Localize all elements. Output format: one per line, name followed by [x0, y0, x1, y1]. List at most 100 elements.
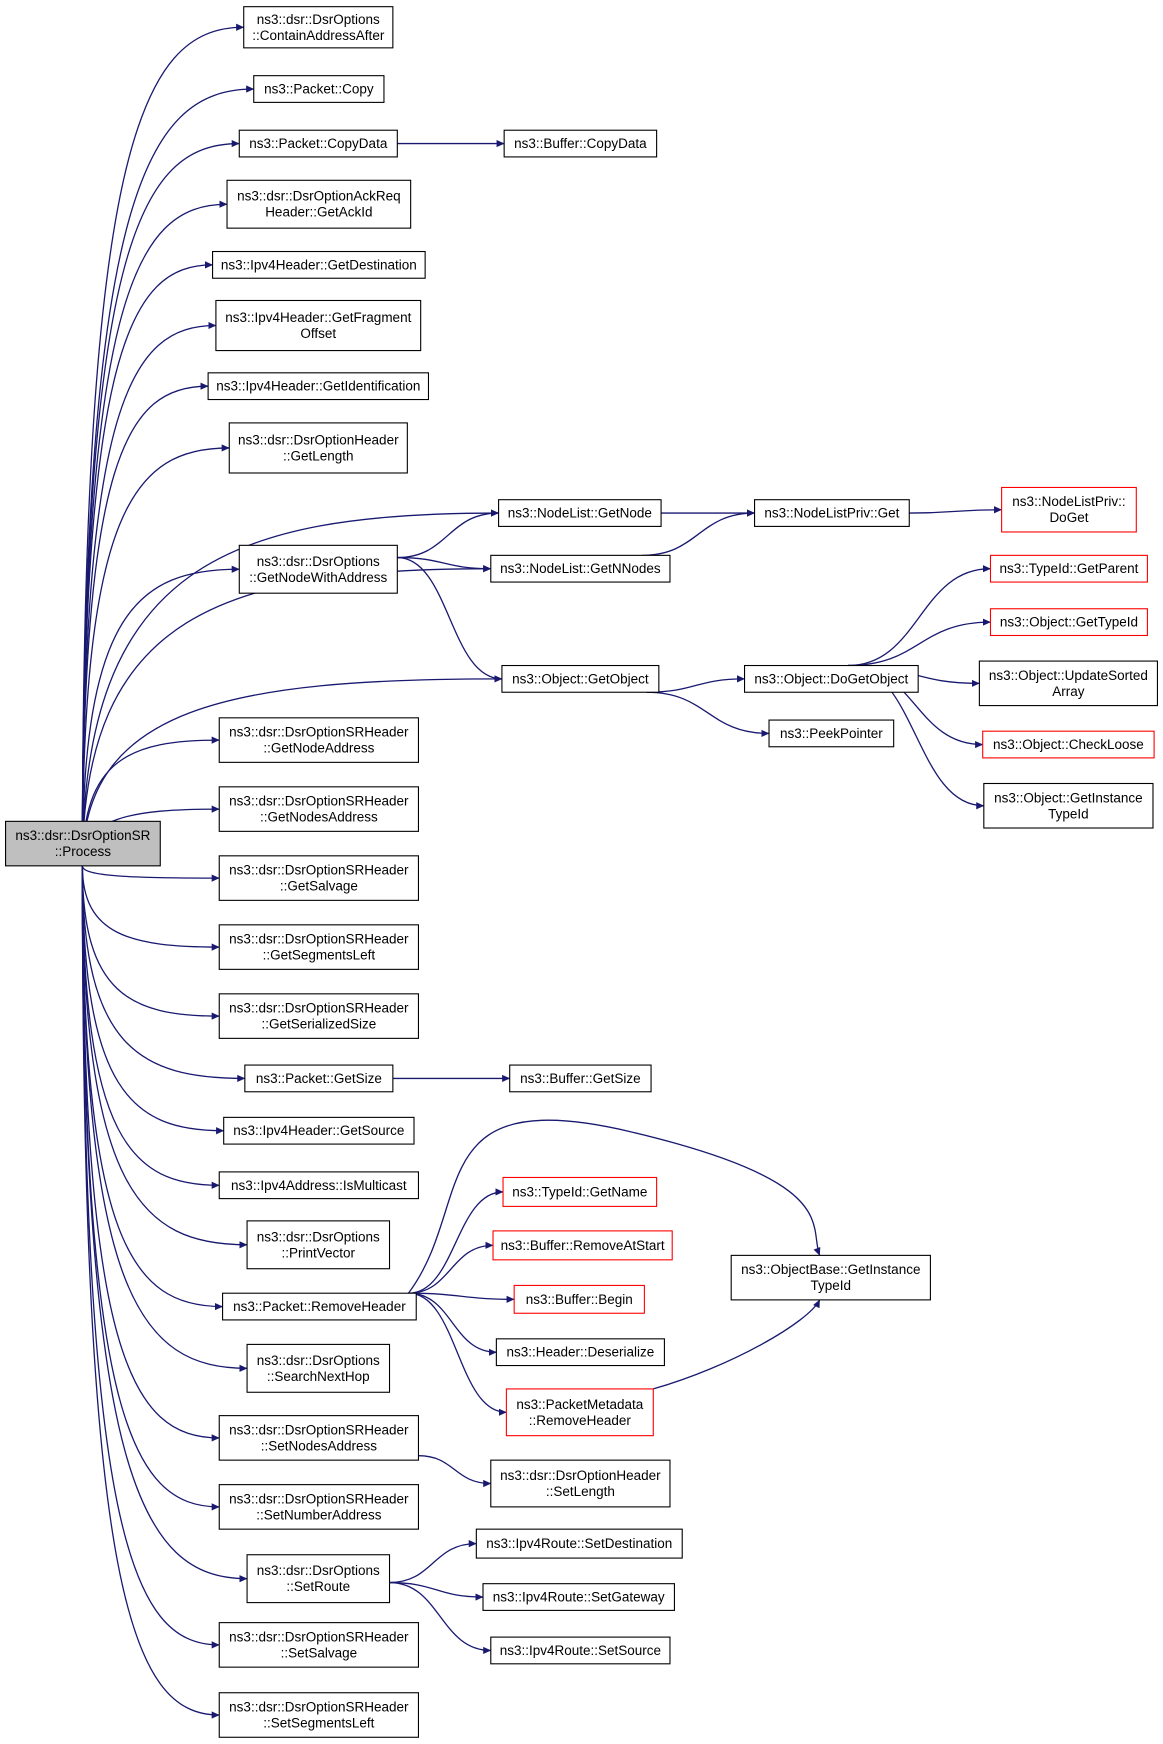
node-getsegleft[interactable]: ns3::dsr::DsrOptionSRHeader::GetSegments…	[218, 924, 420, 970]
node-box[interactable]	[983, 782, 1154, 829]
node-box[interactable]	[730, 1254, 931, 1301]
node-tidgetname[interactable]: ns3::TypeId::GetName	[502, 1176, 658, 1207]
node-process[interactable]: ns3::dsr::DsrOptionSR::Process	[5, 820, 161, 867]
node-pgetsize[interactable]: ns3::Packet::GetSize	[244, 1064, 394, 1093]
node-getnodeaddr[interactable]: ns3::dsr::DsrOptionSRHeader::GetNodeAddr…	[218, 717, 420, 763]
node-box[interactable]	[243, 6, 394, 49]
node-box[interactable]	[475, 1528, 683, 1559]
node-setroute[interactable]: ns3::dsr::DsrOptions::SetRoute	[246, 1554, 391, 1604]
node-searchnext[interactable]: ns3::dsr::DsrOptions::SearchNextHop	[246, 1343, 391, 1393]
node-box[interactable]	[218, 993, 420, 1039]
node-box[interactable]	[246, 1220, 391, 1270]
node-getsersize[interactable]: ns3::dsr::DsrOptionSRHeader::GetSerializ…	[218, 993, 420, 1039]
node-box[interactable]	[490, 1459, 671, 1508]
node-box[interactable]	[212, 250, 426, 279]
node-box[interactable]	[989, 554, 1148, 583]
node-box[interactable]	[490, 554, 671, 583]
node-box[interactable]	[215, 299, 422, 352]
node-box[interactable]	[768, 719, 895, 748]
node-ismulticast[interactable]: ns3::Ipv4Address::IsMulticast	[218, 1171, 420, 1200]
node-setlength[interactable]: ns3::dsr::DsrOptionHeader::SetLength	[490, 1459, 671, 1508]
node-pcopy[interactable]: ns3::Packet::Copy	[253, 75, 385, 103]
node-nlgetn[interactable]: ns3::NodeList::GetNNodes	[490, 554, 671, 583]
node-nlpdoget[interactable]: ns3::NodeListPriv::DoGet	[1001, 486, 1137, 533]
node-nlpget[interactable]: ns3::NodeListPriv::Get	[754, 499, 910, 527]
node-nlgetnode[interactable]: ns3::NodeList::GetNode	[498, 499, 662, 527]
node-box[interactable]	[238, 129, 398, 158]
node-box[interactable]	[498, 499, 662, 527]
node-box[interactable]	[501, 664, 660, 693]
node-box[interactable]	[502, 1176, 658, 1207]
node-box[interactable]	[989, 608, 1148, 637]
node-getlength[interactable]: ns3::dsr::DsrOptionHeader::GetLength	[228, 422, 408, 474]
node-box[interactable]	[218, 1692, 420, 1738]
node-box[interactable]	[246, 1343, 391, 1393]
node-routesetgw[interactable]: ns3::Ipv4Route::SetGateway	[482, 1583, 675, 1611]
node-box[interactable]	[207, 372, 430, 401]
node-printvector[interactable]: ns3::dsr::DsrOptions::PrintVector	[246, 1220, 391, 1270]
node-box[interactable]	[228, 422, 408, 474]
node-getnodesaddr[interactable]: ns3::dsr::DsrOptionSRHeader::GetNodesAdd…	[218, 786, 420, 832]
node-setnumaddr[interactable]: ns3::dsr::DsrOptionSRHeader::SetNumberAd…	[218, 1484, 420, 1530]
node-box[interactable]	[218, 717, 420, 763]
node-box[interactable]	[495, 1338, 665, 1367]
node-box[interactable]	[218, 1415, 420, 1461]
node-box[interactable]	[505, 1388, 654, 1437]
node-routesetsrc[interactable]: ns3::Ipv4Route::SetSource	[490, 1636, 671, 1665]
node-box[interactable]	[982, 730, 1155, 759]
node-box[interactable]	[223, 1116, 415, 1145]
node-getdest[interactable]: ns3::Ipv4Header::GetDestination	[212, 250, 426, 279]
node-pmremoveheader[interactable]: ns3::PacketMetadata::RemoveHeader	[505, 1388, 654, 1437]
node-getsource[interactable]: ns3::Ipv4Header::GetSource	[223, 1116, 415, 1145]
node-getackid[interactable]: ns3::dsr::DsrOptionAckReqHeader::GetAckI…	[226, 179, 412, 229]
node-routesetdest[interactable]: ns3::Ipv4Route::SetDestination	[475, 1528, 683, 1559]
node-box[interactable]	[226, 179, 412, 229]
node-objgettypeid[interactable]: ns3::Object::GetTypeId	[989, 608, 1148, 637]
node-box[interactable]	[246, 1554, 391, 1604]
node-box[interactable]	[218, 855, 420, 901]
node-bcopydata[interactable]: ns3::Buffer::CopyData	[503, 129, 658, 158]
node-box[interactable]	[218, 1171, 420, 1200]
node-box[interactable]	[238, 544, 398, 594]
node-box[interactable]	[5, 820, 161, 867]
node-box[interactable]	[218, 1484, 420, 1530]
node-box[interactable]	[218, 1622, 420, 1668]
node-tidgetparent[interactable]: ns3::TypeId::GetParent	[989, 554, 1148, 583]
node-pcopydata[interactable]: ns3::Packet::CopyData	[238, 129, 398, 158]
node-objgetobject[interactable]: ns3::Object::GetObject	[501, 664, 660, 693]
node-setnodesaddr[interactable]: ns3::dsr::DsrOptionSRHeader::SetNodesAdd…	[218, 1415, 420, 1461]
node-premoveheader[interactable]: ns3::Packet::RemoveHeader	[222, 1292, 417, 1321]
node-box[interactable]	[244, 1064, 394, 1093]
node-box[interactable]	[490, 1636, 671, 1665]
node-box[interactable]	[509, 1064, 652, 1093]
node-bbegin[interactable]: ns3::Buffer::Begin	[513, 1284, 645, 1314]
node-checkloose[interactable]: ns3::Object::CheckLoose	[982, 730, 1155, 759]
node-getident[interactable]: ns3::Ipv4Header::GetIdentification	[207, 372, 430, 401]
node-setsalvage[interactable]: ns3::dsr::DsrOptionSRHeader::SetSalvage	[218, 1622, 420, 1668]
node-bgetsize[interactable]: ns3::Buffer::GetSize	[509, 1064, 652, 1093]
node-box[interactable]	[218, 924, 420, 970]
node-bremoveatstart[interactable]: ns3::Buffer::RemoveAtStart	[492, 1230, 673, 1261]
node-peekptr[interactable]: ns3::PeekPointer	[768, 719, 895, 748]
node-setsegleft[interactable]: ns3::dsr::DsrOptionSRHeader::SetSegments…	[218, 1692, 420, 1738]
node-getsalvage[interactable]: ns3::dsr::DsrOptionSRHeader::GetSalvage	[218, 855, 420, 901]
node-box[interactable]	[482, 1583, 675, 1611]
node-box[interactable]	[743, 664, 919, 693]
node-box[interactable]	[222, 1292, 417, 1321]
node-box[interactable]	[978, 660, 1158, 707]
node-box[interactable]	[492, 1230, 673, 1261]
node-contain[interactable]: ns3::dsr::DsrOptions::ContainAddressAfte…	[243, 6, 394, 49]
node-box[interactable]	[253, 75, 385, 103]
node-getnodewith[interactable]: ns3::dsr::DsrOptions::GetNodeWithAddress	[238, 544, 398, 594]
node-objdoget[interactable]: ns3::Object::DoGetObject	[743, 664, 919, 693]
node-box[interactable]	[503, 129, 658, 158]
node-box[interactable]	[218, 786, 420, 832]
node-box[interactable]	[1001, 486, 1137, 533]
node-box[interactable]	[754, 499, 910, 527]
node-box[interactable]	[513, 1284, 645, 1314]
node-hdeserialize[interactable]: ns3::Header::Deserialize	[495, 1338, 665, 1367]
